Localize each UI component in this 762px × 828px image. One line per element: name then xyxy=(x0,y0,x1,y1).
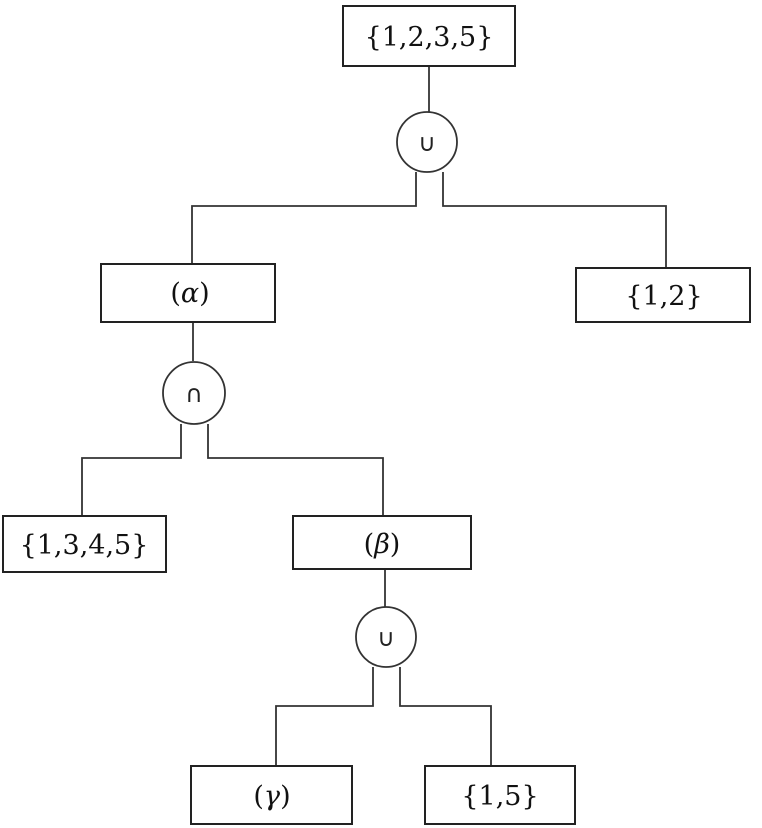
union-icon xyxy=(396,111,458,173)
edge-op-root-right xyxy=(442,172,667,268)
edge-op-alpha-left xyxy=(81,424,182,516)
edge-op-beta-left xyxy=(275,667,374,766)
op-beta-symbol: ∪ xyxy=(377,624,395,652)
op-beta-union: ∪ xyxy=(355,606,417,668)
edge-op-root-left xyxy=(191,172,417,264)
op-alpha-symbol: ∩ xyxy=(185,380,203,408)
node-root-set: {1,2,3,5} xyxy=(342,5,516,67)
edge-op-alpha-right xyxy=(207,424,384,516)
op-root-union: ∪ xyxy=(396,111,458,173)
node-set-12: {1,2} xyxy=(575,267,751,323)
node-set-1345: {1,3,4,5} xyxy=(2,515,167,573)
edge-op-beta-right xyxy=(399,667,492,766)
node-alpha: (α) xyxy=(100,263,276,323)
node-beta-label: (β) xyxy=(364,529,401,560)
union-icon xyxy=(355,606,417,668)
node-root-label: {1,2,3,5} xyxy=(365,22,494,53)
node-set-15: {1,5} xyxy=(424,765,576,825)
node-gamma: (γ) xyxy=(190,765,353,825)
node-set-1345-label: {1,3,4,5} xyxy=(20,530,149,561)
node-set-15-label: {1,5} xyxy=(461,781,538,812)
node-alpha-label: (α) xyxy=(170,278,209,309)
edges xyxy=(81,67,667,766)
op-alpha-intersection: ∩ xyxy=(162,361,226,425)
op-root-symbol: ∪ xyxy=(418,129,436,157)
node-set-12-label: {1,2} xyxy=(625,281,702,312)
node-beta: (β) xyxy=(292,515,472,570)
intersection-icon xyxy=(162,361,226,425)
node-gamma-label: (γ) xyxy=(253,781,290,812)
